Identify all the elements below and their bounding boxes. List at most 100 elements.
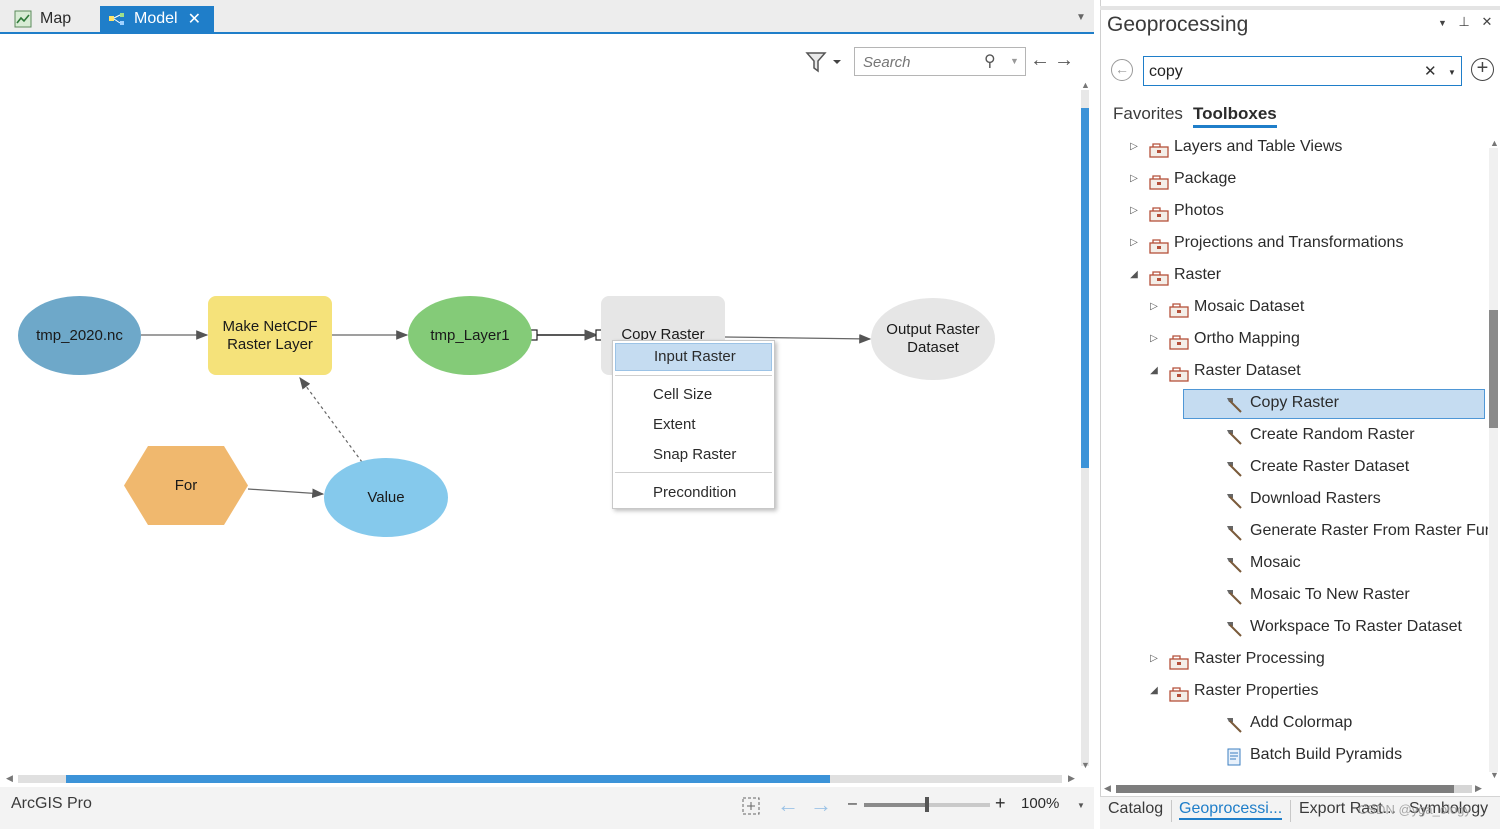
tool-search-box[interactable]: [1143, 56, 1462, 86]
collapse-icon[interactable]: ◢: [1150, 685, 1158, 696]
menu-item-extent[interactable]: Extent: [653, 416, 696, 433]
tree-item-create-random-raster[interactable]: Create Random Raster: [1100, 420, 1488, 450]
tree-item-mosaic[interactable]: Mosaic: [1100, 548, 1488, 578]
menu-item-cell-size[interactable]: Cell Size: [653, 386, 713, 403]
back-button[interactable]: ←: [1111, 59, 1133, 81]
add-button[interactable]: +: [1471, 58, 1494, 81]
tree-item-ortho-mapping[interactable]: ▷Ortho Mapping: [1100, 324, 1488, 354]
search-dropdown-icon[interactable]: ▼: [1448, 68, 1456, 77]
model-node-make-netcdf-tool[interactable]: Make NetCDF Raster Layer: [208, 296, 332, 375]
scroll-down-icon[interactable]: ▼: [1490, 770, 1499, 780]
tree-item-generate-raster-from-raster-function[interactable]: Generate Raster From Raster Function: [1100, 516, 1488, 546]
tree-item-workspace-to-raster-dataset[interactable]: Workspace To Raster Dataset: [1100, 612, 1488, 642]
tree-item-mosaic-dataset[interactable]: ▷Mosaic Dataset: [1100, 292, 1488, 322]
search-dropdown-icon[interactable]: ▼: [1010, 56, 1019, 66]
tree-item-raster-processing[interactable]: ▷ Raster Processing: [1100, 644, 1488, 674]
tree-item-raster[interactable]: ◢Raster: [1100, 260, 1488, 290]
scroll-down-icon[interactable]: ▼: [1081, 760, 1090, 770]
tree-vertical-scrollbar[interactable]: ▲ ▼: [1488, 138, 1500, 782]
scroll-right-icon[interactable]: ▶: [1475, 783, 1482, 793]
expand-icon[interactable]: ▷: [1130, 205, 1138, 216]
expand-icon[interactable]: ▷: [1150, 301, 1158, 312]
menu-item-precondition[interactable]: Precondition: [653, 484, 737, 501]
tree-item-photos[interactable]: ▷Photos: [1100, 196, 1488, 226]
scroll-thumb[interactable]: [1489, 310, 1498, 428]
close-icon[interactable]: ✕: [187, 11, 201, 28]
collapse-icon[interactable]: ◢: [1150, 365, 1158, 376]
full-extent-icon[interactable]: [740, 795, 762, 817]
tree-item-copy-raster[interactable]: Copy Raster: [1100, 388, 1488, 419]
model-node-for-iterator[interactable]: For: [124, 446, 248, 525]
tree-item-package[interactable]: ▷Package: [1100, 164, 1488, 194]
forward-arrow-icon[interactable]: →: [1054, 49, 1074, 71]
model-search-box[interactable]: [854, 47, 1026, 76]
model-canvas[interactable]: [4, 36, 1080, 772]
previous-extent-icon[interactable]: ←: [777, 792, 799, 817]
back-arrow-icon[interactable]: ←: [1030, 49, 1050, 71]
scroll-left-icon[interactable]: ◀: [6, 773, 13, 783]
tree-item-label: Raster Processing: [1194, 650, 1325, 667]
menu-item-snap-raster[interactable]: Snap Raster: [653, 446, 737, 463]
zoom-out-button[interactable]: –: [848, 795, 857, 812]
hammer-icon: [1224, 491, 1244, 509]
search-icon[interactable]: ⚲: [984, 53, 996, 70]
scroll-up-icon[interactable]: ▲: [1081, 80, 1090, 90]
menu-item-input-raster[interactable]: Input Raster: [615, 343, 772, 371]
scroll-up-icon[interactable]: ▲: [1490, 138, 1499, 148]
scroll-right-icon[interactable]: ▶: [1068, 773, 1075, 783]
tree-horizontal-scrollbar[interactable]: ◀ ▶: [1100, 783, 1488, 795]
tab-model[interactable]: Model ✕: [100, 6, 214, 32]
hammer-icon: [1224, 395, 1244, 413]
tree-item-download-rasters[interactable]: Download Rasters: [1100, 484, 1488, 514]
zoom-slider-fill: [864, 803, 927, 807]
scroll-left-icon[interactable]: ◀: [1104, 783, 1111, 793]
scroll-thumb[interactable]: [1081, 108, 1089, 468]
scroll-thumb[interactable]: [1116, 785, 1454, 793]
tree-item-create-raster-dataset[interactable]: Create Raster Dataset: [1100, 452, 1488, 482]
tree-item-raster-dataset[interactable]: ◢Raster Dataset: [1100, 356, 1488, 386]
model-node-input-data[interactable]: tmp_2020.nc: [18, 296, 141, 375]
watermark: CSDN @yga_ology: [1358, 802, 1471, 817]
tab-toolboxes[interactable]: Toolboxes: [1193, 104, 1277, 128]
pin-icon[interactable]: ⊥: [1458, 14, 1474, 29]
expand-icon[interactable]: ▷: [1150, 333, 1158, 344]
tab-map[interactable]: Map: [6, 6, 79, 32]
expand-icon[interactable]: ▷: [1130, 141, 1138, 152]
expand-icon[interactable]: ▷: [1130, 173, 1138, 184]
tree-item-mosaic-to-new-raster[interactable]: Mosaic To New Raster: [1100, 580, 1488, 610]
tree-item-layers-and-table-views[interactable]: ▷Layers and Table Views: [1100, 132, 1488, 162]
bottom-tab-symbology[interactable]: Symbology: [1409, 800, 1489, 817]
tree-item-label: Raster Properties: [1194, 682, 1319, 699]
tree-item-batch-build-pyramids[interactable]: Batch Build Pyramids: [1100, 740, 1488, 770]
tab-favorites[interactable]: Favorites: [1113, 104, 1183, 123]
model-search-input[interactable]: [863, 52, 983, 72]
model-node-output[interactable]: Output Raster Dataset: [871, 298, 995, 380]
close-pane-icon[interactable]: ✕: [1481, 14, 1497, 29]
tree-item-add-colormap[interactable]: Add Colormap: [1100, 708, 1488, 738]
node-label: tmp_2020.nc: [36, 326, 123, 344]
node-label: Make NetCDF Raster Layer: [222, 317, 318, 353]
expand-icon[interactable]: ▷: [1130, 237, 1138, 248]
zoom-in-button[interactable]: +: [995, 793, 1006, 813]
bottom-tab-catalog[interactable]: Catalog: [1108, 800, 1164, 817]
next-extent-icon[interactable]: →: [810, 792, 832, 817]
expand-icon[interactable]: ▷: [1150, 653, 1158, 664]
pane-menu-icon[interactable]: ▼: [1438, 18, 1451, 28]
tree-item-raster-properties[interactable]: ◢ Raster Properties: [1100, 676, 1488, 706]
bottom-tab-geoprocessing[interactable]: Geoprocessi...: [1179, 800, 1283, 820]
bottom-tab-export-raster[interactable]: Export Rast...: [1299, 800, 1396, 817]
zoom-slider-handle[interactable]: [925, 797, 929, 812]
canvas-vertical-scrollbar[interactable]: ▲ ▼: [1080, 80, 1090, 774]
clear-search-icon[interactable]: ✕: [1424, 63, 1437, 80]
zoom-level-value[interactable]: 100%: [1021, 795, 1060, 812]
tree-item-projections-and-transformations[interactable]: ▷Projections and Transformations: [1100, 228, 1488, 258]
tab-overflow-icon[interactable]: ▼: [1076, 12, 1086, 23]
model-node-derived-layer[interactable]: tmp_Layer1: [408, 296, 532, 375]
collapse-icon[interactable]: ◢: [1130, 269, 1138, 280]
canvas-horizontal-scrollbar[interactable]: ◀ ▶: [4, 773, 1080, 785]
zoom-dropdown-icon[interactable]: ▼: [1077, 801, 1085, 810]
filter-button[interactable]: [804, 49, 844, 75]
scroll-thumb[interactable]: [66, 775, 830, 783]
tool-search-input[interactable]: [1149, 62, 1409, 81]
model-node-value-variable[interactable]: Value: [324, 458, 448, 537]
